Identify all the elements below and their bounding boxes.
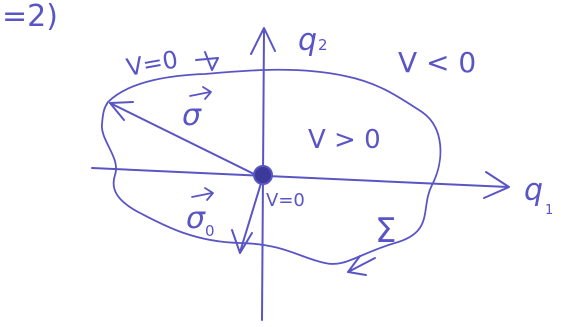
sigma-curve (101, 68, 442, 265)
vector-sigma-label: σ (182, 98, 202, 133)
vector-sigma0-label: σ (186, 201, 206, 236)
boundary-arrow-icon (195, 51, 219, 71)
corner-fragment: =2) (2, 0, 58, 34)
horizontal-axis (91, 167, 509, 188)
vector-sigma0-arrowhead (231, 229, 253, 254)
vector-sigma (109, 102, 263, 179)
horizontal-axis-arrowhead (483, 171, 510, 199)
vector-sigma-overarrow-icon (189, 86, 212, 100)
axis-q2-subscript: 2 (318, 36, 328, 54)
origin-point (253, 165, 273, 185)
vector-sigma-arrowhead (109, 101, 134, 121)
curve-label: Σ (375, 211, 396, 251)
axis-q2-label: q (298, 23, 317, 58)
curve-pointer-icon (347, 255, 376, 276)
vector-sigma0-subscript: 0 (205, 222, 215, 240)
inside-region-label: V > 0 (308, 125, 381, 155)
outside-region-label: V < 0 (398, 46, 476, 79)
vertical-axis-arrowhead (250, 27, 276, 55)
axis-q1-subscript: 1 (545, 203, 553, 218)
vector-sigma0 (239, 179, 263, 253)
axis-q1-label: q (524, 173, 543, 208)
origin-label: V=0 (266, 190, 305, 211)
vector-sigma0-overarrow-icon (191, 187, 214, 201)
